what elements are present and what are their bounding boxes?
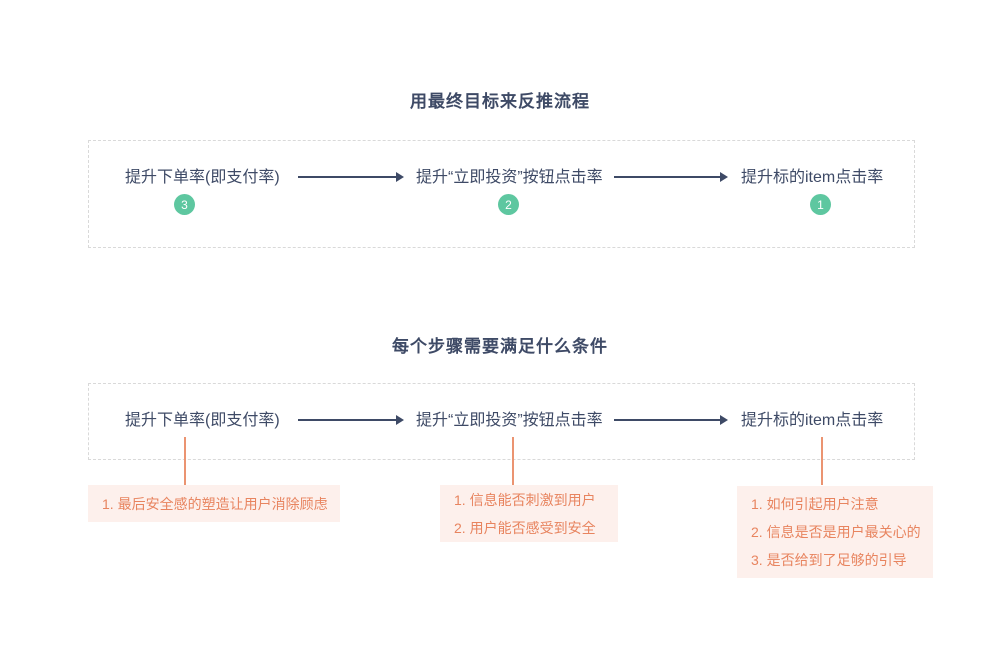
conditions-flow-container — [88, 383, 915, 460]
arrow-right-icon — [298, 172, 404, 182]
arrow-head-icon — [720, 415, 728, 425]
arrow-right-icon — [298, 415, 404, 425]
note-line: 2. 用户能否感受到安全 — [454, 519, 596, 536]
note-line: 2. 信息是否是用户最关心的 — [751, 524, 921, 540]
note-line: 3. 是否给到了足够的引导 — [751, 552, 907, 568]
goal-step-invest-button-rate: 提升“立即投资”按钮点击率 — [416, 169, 603, 186]
conditions-step-order-rate: 提升下单率(即支付率) — [125, 412, 280, 429]
arrow-head-icon — [396, 415, 404, 425]
arrow-right-icon — [614, 415, 728, 425]
note-line: 1. 信息能否刺激到用户 — [454, 491, 596, 508]
note-box-order-rate: 1. 最后安全感的塑造让用户消除顾虑 — [88, 485, 340, 522]
arrow-right-icon — [614, 172, 728, 182]
note-line: 1. 最后安全感的塑造让用户消除顾虑 — [102, 495, 328, 512]
note-connector-line — [821, 437, 823, 485]
note-connector-line — [512, 437, 514, 485]
arrow-head-icon — [720, 172, 728, 182]
conditions-step-item-click-rate: 提升标的item点击率 — [741, 412, 884, 429]
goal-flow-container — [88, 140, 915, 248]
conditions-section-title: 每个步骤需要满足什么条件 — [392, 337, 608, 356]
note-box-invest-button: 1. 信息能否刺激到用户 2. 用户能否感受到安全 — [440, 485, 618, 542]
note-box-item-click: 1. 如何引起用户注意 2. 信息是否是用户最关心的 3. 是否给到了足够的引导 — [737, 486, 933, 578]
step-order-badge-3: 3 — [174, 194, 195, 215]
goal-step-order-rate: 提升下单率(即支付率) — [125, 169, 280, 186]
note-line: 1. 如何引起用户注意 — [751, 496, 879, 512]
step-order-badge-1: 1 — [810, 194, 831, 215]
step-order-badge-2: 2 — [498, 194, 519, 215]
note-connector-line — [184, 437, 186, 485]
goal-step-item-click-rate: 提升标的item点击率 — [741, 169, 884, 186]
goal-section-title: 用最终目标来反推流程 — [410, 92, 590, 111]
conditions-step-invest-button-rate: 提升“立即投资”按钮点击率 — [416, 412, 603, 429]
arrow-head-icon — [396, 172, 404, 182]
